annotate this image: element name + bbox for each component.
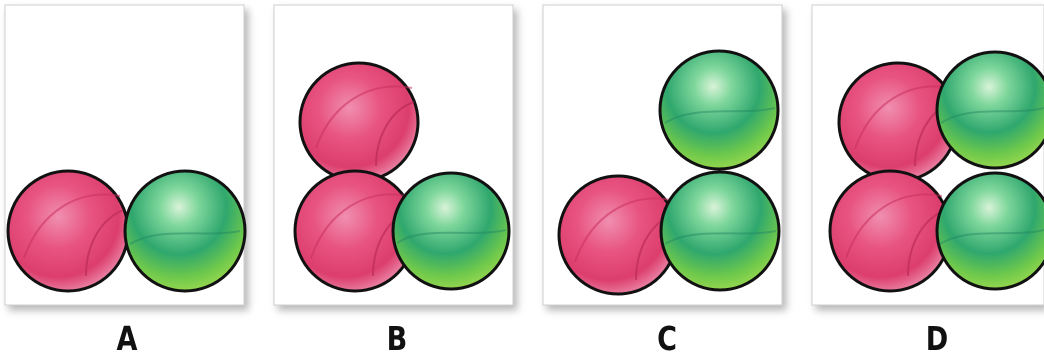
panel-label-b: B xyxy=(386,319,408,358)
green-marble xyxy=(123,169,247,293)
green-marble-top xyxy=(935,50,1044,170)
panel-label-c: C xyxy=(657,319,677,358)
pink-marble-bottom xyxy=(828,169,952,293)
pink-marble xyxy=(557,174,679,296)
panel-a xyxy=(4,4,247,306)
green-marble-bottom xyxy=(659,170,781,292)
green-marble xyxy=(391,171,511,291)
pink-marble xyxy=(6,169,130,293)
panel-c xyxy=(542,4,783,306)
panel-b xyxy=(273,4,514,306)
green-marble-bottom xyxy=(935,171,1044,291)
panel-d xyxy=(811,4,1044,306)
panel-label-d: D xyxy=(925,319,949,358)
green-marble-top xyxy=(658,49,780,171)
pink-marble-top xyxy=(298,61,420,183)
panel-label-a: A xyxy=(116,319,138,358)
